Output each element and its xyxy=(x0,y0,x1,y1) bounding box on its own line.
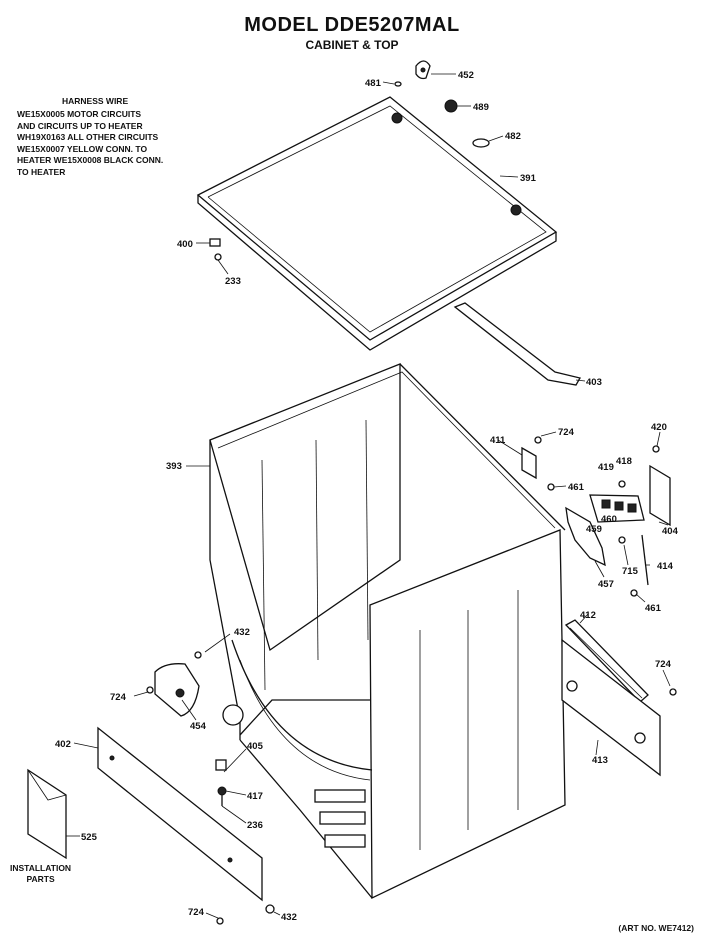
label-454: 454 xyxy=(190,721,207,732)
harness-line: TO HEATER xyxy=(17,166,66,177)
label-459: 459 xyxy=(586,524,602,535)
part-724-screw-top xyxy=(534,436,542,444)
harness-line: WH19X0163 ALL OTHER CIRCUITS xyxy=(17,132,159,142)
part-412-rail xyxy=(564,619,649,703)
label-411: 411 xyxy=(490,435,506,446)
part-482-disc xyxy=(472,138,490,148)
label-393: 393 xyxy=(166,461,182,472)
terminal-block xyxy=(589,480,645,523)
label-400: 400 xyxy=(177,239,193,250)
label-482: 482 xyxy=(505,131,521,142)
part-461-screw xyxy=(547,483,555,491)
part-403-strap xyxy=(453,302,581,386)
part-417-foot xyxy=(217,786,227,806)
part-724-screw-bottom xyxy=(216,917,224,925)
label-402: 402 xyxy=(55,739,71,750)
label-460: 460 xyxy=(601,514,617,525)
label-412: 412 xyxy=(580,610,596,621)
part-413-back-plate xyxy=(561,638,661,777)
model-title: MODEL DDE5207MAL xyxy=(244,14,460,36)
part-452-clip xyxy=(415,60,431,80)
part-404-plate xyxy=(649,445,671,527)
label-452: 452 xyxy=(458,70,474,81)
label-457: 457 xyxy=(598,579,614,590)
label-404: 404 xyxy=(662,526,679,537)
part-525-envelope xyxy=(27,768,67,860)
part-454-door xyxy=(146,651,202,717)
label-418: 418 xyxy=(616,456,632,467)
label-432: 432 xyxy=(234,627,250,638)
harness-line: WE15X0005 MOTOR CIRCUITS xyxy=(17,109,142,119)
label-461-lower: 461 xyxy=(645,603,662,614)
label-461: 461 xyxy=(568,482,585,493)
label-724-bottom: 724 xyxy=(188,907,205,918)
label-236: 236 xyxy=(247,820,263,831)
part-400-bumper xyxy=(209,238,222,261)
harness-line: AND CIRCUITS UP TO HEATER xyxy=(17,120,143,131)
section-subtitle: CABINET & TOP xyxy=(305,38,399,52)
art-number: (ART NO. WE7412) xyxy=(618,923,694,933)
part-414-rod xyxy=(618,534,649,597)
harness-wire-notes: WE15X0005 MOTOR CIRCUITS AND CIRCUITS UP… xyxy=(17,109,217,178)
label-403: 403 xyxy=(586,377,602,388)
label-413: 413 xyxy=(592,755,608,766)
part-724-screw-right xyxy=(669,688,677,696)
part-402-toe-panel xyxy=(97,726,263,902)
label-420: 420 xyxy=(651,422,667,433)
harness-line: WE15X0007 YELLOW CONN. TO xyxy=(17,143,148,154)
harness-wire-title: HARNESS WIRE xyxy=(62,96,129,106)
label-724: 724 xyxy=(558,427,575,438)
label-525: 525 xyxy=(81,832,98,843)
part-481-screw xyxy=(394,81,402,87)
label-715: 715 xyxy=(622,566,639,577)
label-405: 405 xyxy=(247,741,264,752)
part-457-bracket xyxy=(565,506,606,567)
part-489-knob xyxy=(444,99,458,113)
part-405-clip xyxy=(215,759,227,771)
part-number-labels: 481 452 489 482 391 400 233 403 393 411 … xyxy=(55,70,679,923)
part-432-screw-bottom xyxy=(265,904,275,914)
top-panel xyxy=(196,96,558,351)
label-391: 391 xyxy=(520,173,537,184)
cabinet xyxy=(209,363,566,900)
label-489: 489 xyxy=(473,102,489,113)
leader-lines xyxy=(66,73,671,919)
harness-line: HEATER WE15X0008 BLACK CONN. xyxy=(17,155,164,165)
label-233: 233 xyxy=(225,276,241,287)
label-417: 417 xyxy=(247,791,263,802)
label-724-left: 724 xyxy=(110,692,127,703)
label-724-right: 724 xyxy=(655,659,672,670)
label-414: 414 xyxy=(657,561,674,572)
label-419: 419 xyxy=(598,462,614,473)
installation-parts-label: INSTALLATION PARTS xyxy=(10,863,72,884)
part-411-plate xyxy=(521,446,537,480)
label-432-bottom: 432 xyxy=(281,912,297,923)
label-481: 481 xyxy=(365,78,382,89)
